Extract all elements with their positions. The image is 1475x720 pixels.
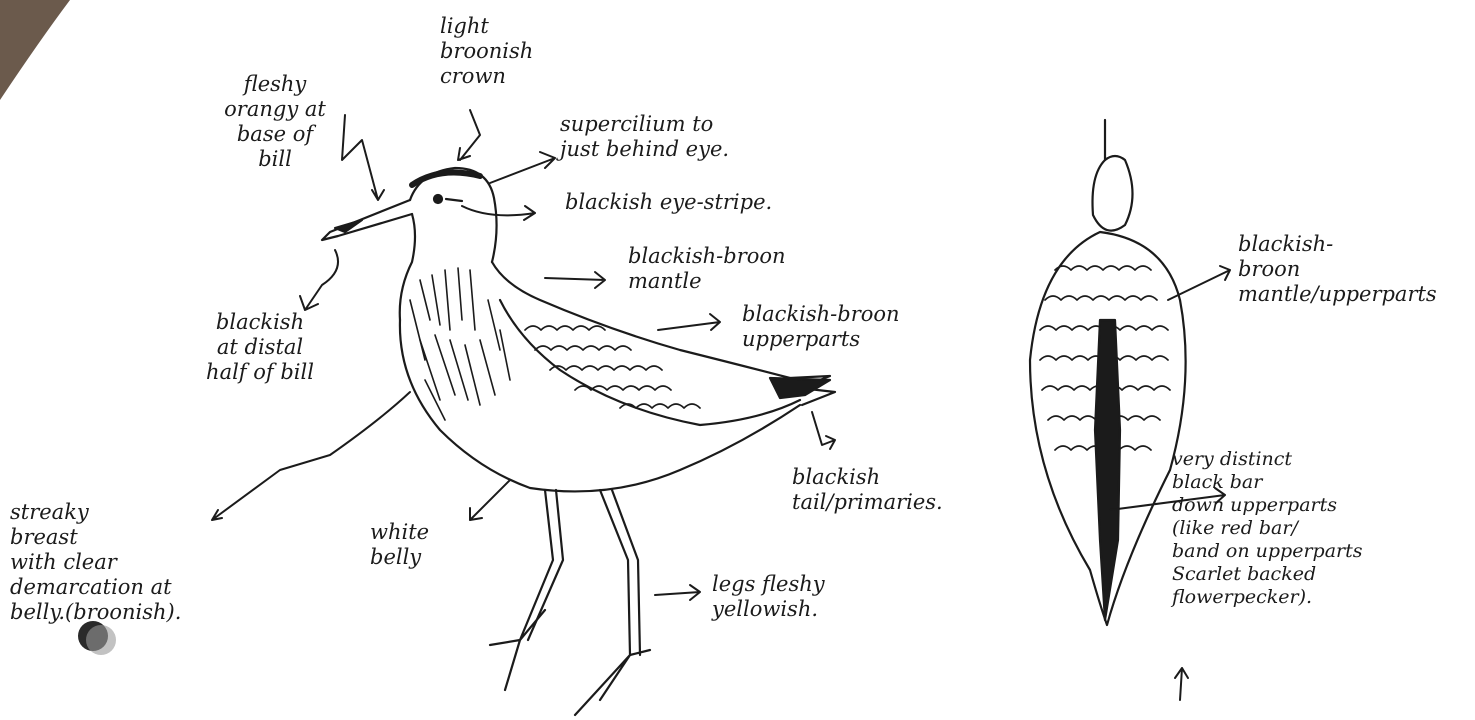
label-bill-distal: blackish at distal half of bill [160,310,360,385]
label-mantle: blackish-broon mantle [628,244,868,294]
paper-corner-shadow [0,0,70,100]
label-eye-stripe: blackish eye-stripe. [565,190,895,215]
label-bill-base: fleshy orangy at base of bill [175,72,375,172]
label-upperparts: blackish-broon upperparts [742,302,982,352]
back-bar [1095,320,1120,620]
label-legs: legs fleshy yellowish. [712,572,942,622]
leg-front [490,490,553,690]
label-supercilium: supercilium to just behind eye. [560,112,890,162]
bird-back-view [1030,120,1186,625]
label-tail: blackish tail/primaries. [792,465,1052,515]
label-breast: streaky breast with clear demarcation at… [10,500,300,625]
label-back-bar: very distinct black bar down upperparts … [1172,448,1468,609]
label-belly: white belly [370,520,480,570]
bill [322,200,412,240]
breast [400,320,800,491]
label-back-mantle: blackish- broon mantle/upperparts [1238,232,1470,307]
label-crown: light broonish crown [440,14,590,89]
